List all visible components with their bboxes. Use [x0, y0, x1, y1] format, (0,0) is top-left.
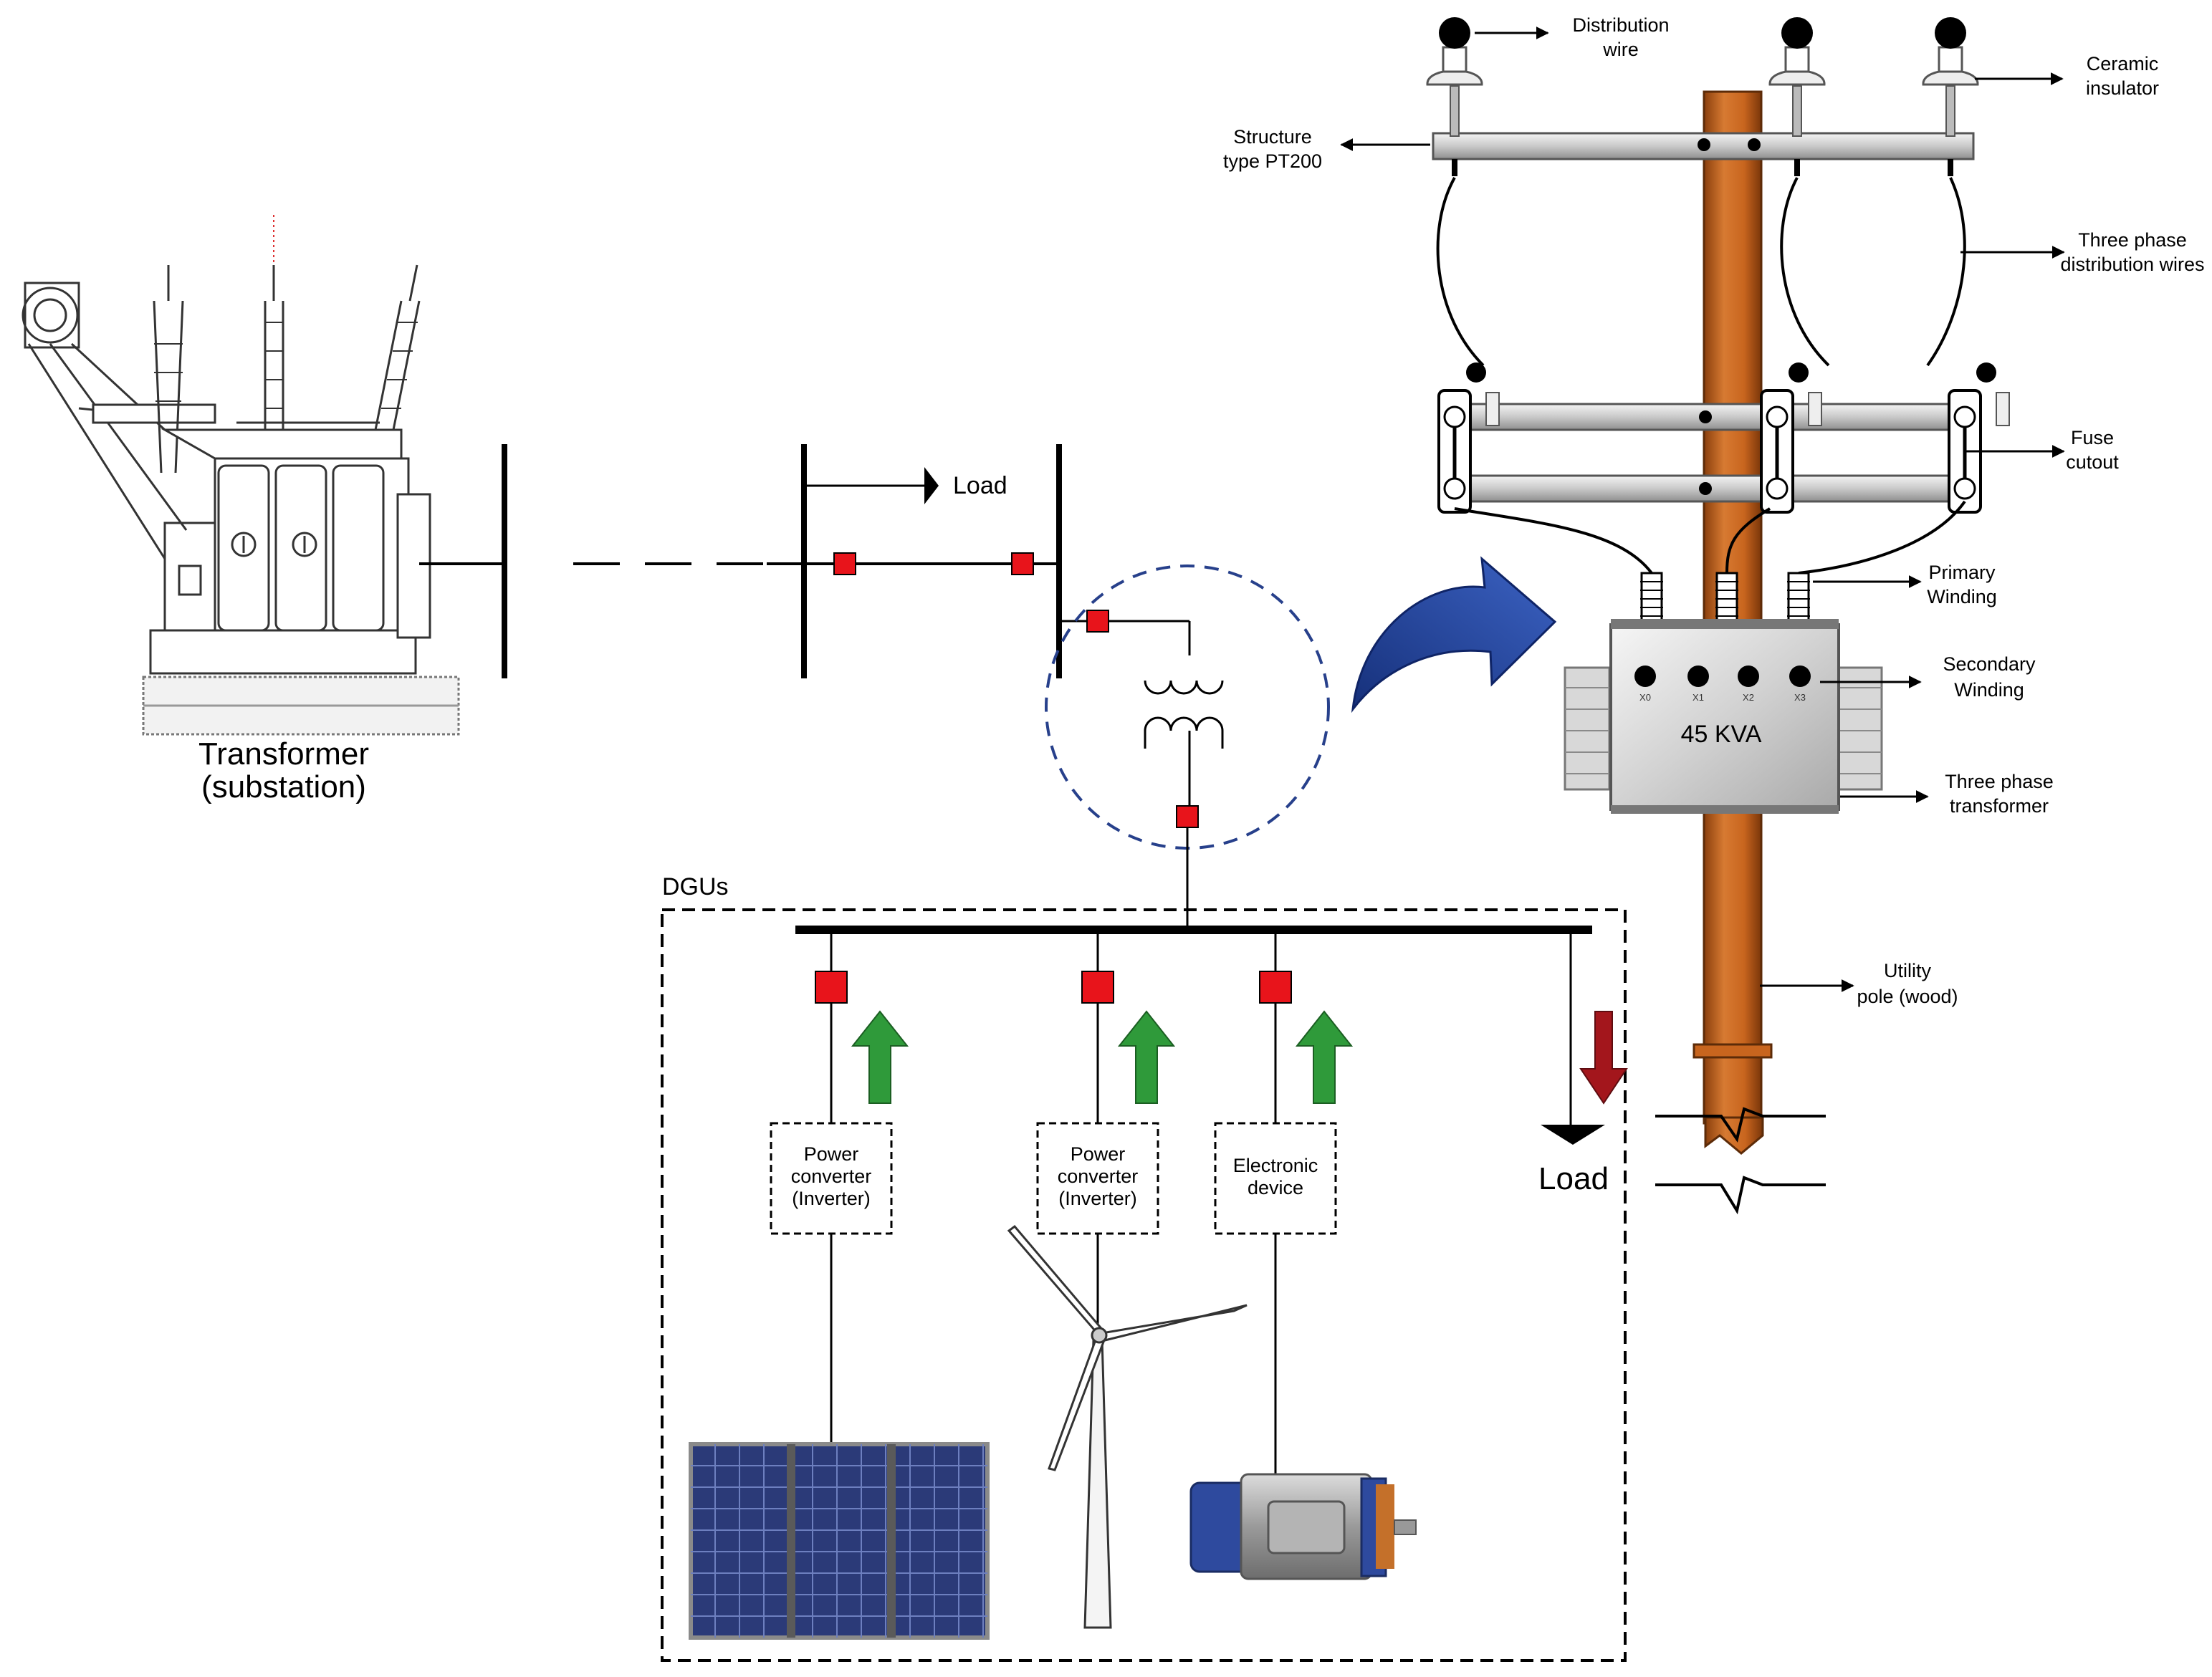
insulator-pin: [1945, 85, 1955, 137]
insulator-bolt: [1452, 159, 1457, 176]
primary-leads: [1454, 500, 1966, 575]
callout-distribution-wire-2: wire: [1602, 39, 1639, 60]
cutout-hinge: [1953, 477, 1976, 500]
big-curved-arrow: [1351, 556, 1557, 713]
breaker-icon: [1011, 552, 1034, 575]
callout-ceramic-insulator-1: Ceramic: [2087, 53, 2159, 75]
converter-box-2: [1036, 1122, 1159, 1235]
bus-load-arrow: [804, 467, 939, 504]
transformer-symbol: [1144, 680, 1224, 820]
ceramic-insulators: [1426, 17, 1979, 176]
callout-secondary-winding-1: Secondary: [1943, 653, 2036, 675]
wire-conductor-icon: [1935, 17, 1966, 49]
callout-fuse-cutout-2: cutout: [2066, 451, 2119, 473]
pole-break-lines: [1655, 1107, 1826, 1215]
breaker-icon: [1259, 971, 1292, 1004]
callout-fuse-cutout-1: Fuse: [2071, 427, 2114, 448]
callout-arrows: [1340, 27, 2065, 992]
callout-structure-1: Structure: [1233, 126, 1312, 148]
callout-utility-pole-2: pole (wood): [1857, 986, 1958, 1007]
secondary-terminal-icon: [1789, 665, 1811, 687]
callout-structure-2: type PT200: [1223, 150, 1322, 172]
breaker-icon: [1086, 610, 1109, 633]
breaker-icon: [1176, 805, 1199, 828]
converter-1-line2: converter: [791, 1166, 872, 1187]
breaker-icon: [833, 552, 856, 575]
cutout-terminal: [1466, 362, 1486, 383]
secondary-terminal-icon: [1738, 665, 1759, 687]
converter-3-line2: device: [1248, 1177, 1303, 1198]
dgu-load-label: Load: [1538, 1161, 1609, 1196]
insulator-body: [1938, 46, 1963, 73]
cutout-hinge: [1953, 405, 1976, 428]
terminal-label: X3: [1794, 692, 1806, 703]
cutout-clamp: [1485, 392, 1500, 426]
pole-transformer: [1564, 619, 1883, 814]
terminal-label: X1: [1692, 692, 1704, 703]
insulator-pin: [1450, 85, 1460, 137]
cutout-hinge: [1766, 405, 1789, 428]
distribution-wires: [1436, 177, 1966, 367]
secondary-terminals: X0 X1 X2 X3: [1634, 665, 1811, 703]
insulator-body: [1442, 46, 1468, 73]
insulator-body: [1784, 46, 1810, 73]
converter-box-3: [1214, 1122, 1337, 1235]
pole-transformer-rating: 45 KVA: [1681, 721, 1762, 748]
cutout-terminal: [1976, 362, 1996, 383]
generation-arrow-icon: [1295, 1010, 1354, 1104]
callout-three-phase-wires-2: distribution wires: [2060, 254, 2204, 275]
secondary-terminal-icon: [1634, 665, 1656, 687]
motor-icon: [1189, 1473, 1417, 1580]
load-arrow-icon: [1579, 1011, 1628, 1105]
dgu-load-symbol: [1541, 1125, 1605, 1145]
cutout-clamp: [1996, 392, 2010, 426]
converter-2-line2: converter: [1058, 1166, 1139, 1187]
insulator-bolt: [1948, 159, 1953, 176]
primary-bushings: [1640, 572, 1810, 625]
insulator-pin: [1792, 85, 1802, 137]
generation-arrow-icon: [851, 1010, 909, 1104]
converter-1-line1: Power: [804, 1143, 859, 1165]
callout-three-phase-wires-1: Three phase: [2078, 229, 2187, 251]
callout-secondary-winding-2: Winding: [1954, 679, 2024, 701]
callout-utility-pole-1: Utility: [1884, 960, 1931, 981]
cutout-hinge: [1766, 477, 1789, 500]
dgus-label: DGUs: [662, 873, 729, 900]
callout-distribution-wire-1: Distribution: [1572, 14, 1669, 36]
substation-label: Transformer: [198, 736, 369, 772]
converter-2-line1: Power: [1071, 1143, 1126, 1165]
wire-conductor-icon: [1439, 17, 1470, 49]
wind-turbine-icon: [1007, 1224, 1248, 1629]
substation-label-sub: (substation): [201, 769, 366, 804]
insulator-bolt: [1794, 159, 1800, 176]
cutout-hinge: [1443, 477, 1466, 500]
breaker-icon: [1081, 971, 1114, 1004]
solar-panel-icon: [689, 1442, 990, 1640]
converter-1-line3: (Inverter): [792, 1188, 871, 1209]
breaker-icon: [815, 971, 848, 1004]
terminal-label: X2: [1743, 692, 1754, 703]
bus-load-label: Load: [953, 472, 1007, 499]
generation-arrow-icon: [1117, 1010, 1176, 1104]
cutout-clamp: [1808, 392, 1822, 426]
callout-primary-winding-1: Primary: [1929, 562, 1996, 583]
callout-ceramic-insulator-2: insulator: [2086, 77, 2159, 99]
cutout-hinge: [1443, 405, 1466, 428]
callout-three-phase-transformer-1: Three phase: [1945, 771, 2054, 792]
substation-transformer: [21, 215, 460, 736]
wire-conductor-icon: [1781, 17, 1813, 49]
cutout-terminal: [1789, 362, 1809, 383]
converter-3-line1: Electronic: [1233, 1155, 1318, 1176]
callout-primary-winding-2: Winding: [1927, 586, 1997, 607]
dgus-box: [661, 908, 1627, 1662]
secondary-terminal-icon: [1687, 665, 1709, 687]
callout-three-phase-transformer-2: transformer: [1950, 795, 2049, 817]
terminal-label: X0: [1639, 692, 1651, 703]
converter-2-line3: (Inverter): [1058, 1188, 1137, 1209]
